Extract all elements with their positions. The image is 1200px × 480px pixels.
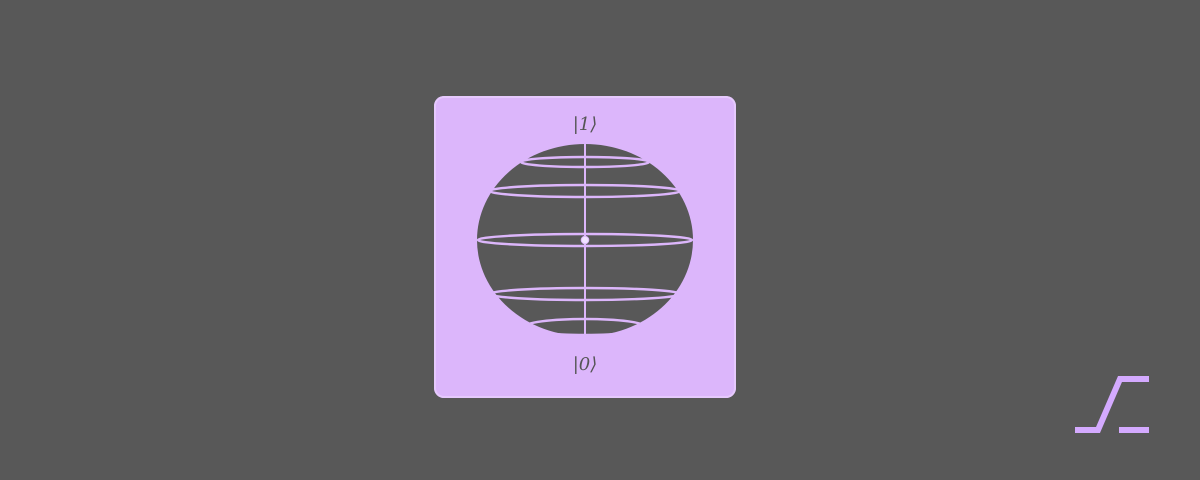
brand-logo xyxy=(1074,372,1150,436)
center-point xyxy=(580,235,590,245)
state-one-label: |1⟩ xyxy=(573,114,598,135)
step-pulse-logo-icon xyxy=(1075,376,1149,433)
bloch-sphere-card: |1⟩ |0⟩ xyxy=(434,96,736,398)
state-zero-label: |0⟩ xyxy=(573,354,598,375)
bloch-sphere-diagram: |1⟩ |0⟩ xyxy=(476,114,694,375)
